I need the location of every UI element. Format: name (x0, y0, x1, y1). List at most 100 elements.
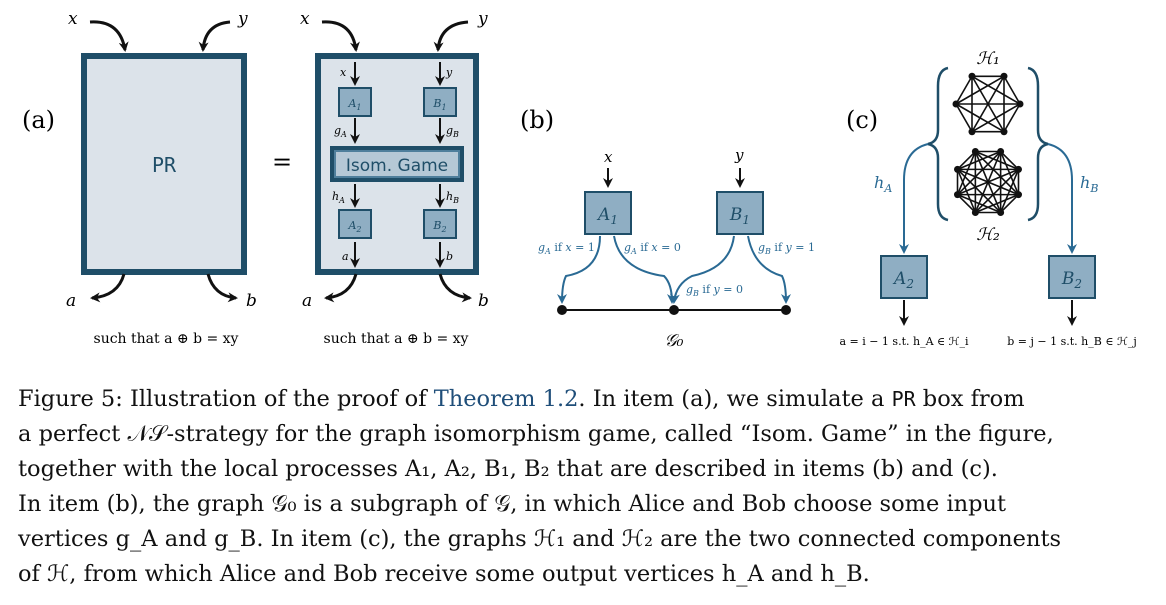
output-b: b (246, 291, 257, 311)
edge-label-ga-x1: gA if x = 1 (538, 241, 595, 256)
inner-a: a (342, 250, 349, 263)
condition-right: such that a ⊕ b = xy (324, 331, 469, 347)
output-rule-b: b = j − 1 s.t. h_B ∈ ℋ_j (1007, 335, 1137, 348)
graph-h1 (952, 72, 1024, 136)
b-input-x: x (604, 148, 613, 166)
ha-label: hA (874, 173, 892, 195)
graph-h2 (954, 148, 1022, 216)
graph-edge (955, 75, 973, 105)
inner-y: y (445, 66, 453, 79)
g0-vertex-1 (557, 305, 567, 315)
inner-x: x (340, 66, 347, 79)
b-input-y: y (734, 146, 744, 164)
graph-vertex (997, 148, 1005, 156)
arrow-a-out-2 (324, 273, 358, 303)
graph-vertex (1014, 165, 1022, 173)
h2-label: ℋ₂ (976, 225, 1000, 245)
caption-line-6: of ℋ, from which Alice and Bob receive s… (18, 561, 870, 587)
arrow-y-in (198, 20, 231, 52)
input-y-2: y (477, 9, 488, 29)
caption-prefix: Figure 5: Illustration of the proof of (18, 386, 434, 412)
graph-vertex (954, 165, 962, 173)
node-a1 (584, 191, 632, 235)
graph-edge (974, 168, 1020, 214)
graph-edge (955, 103, 973, 133)
equals-sign: = (272, 148, 292, 176)
graph-vertex (1016, 100, 1024, 108)
output-rule-a: a = i − 1 s.t. h_A ∈ ℋ_i (839, 335, 969, 348)
figure-5: (a) x y PR a b such that a ⊕ b = xy = x … (22, 9, 1137, 351)
output-a-2: a (302, 291, 312, 311)
node-b1-small (423, 87, 457, 117)
graph-edge (956, 168, 1002, 214)
inner-b: b (446, 250, 453, 263)
graph-edge (955, 75, 1005, 105)
graph-edge (971, 75, 1005, 133)
arrow-y-in-2 (433, 20, 469, 52)
graph-edge (1000, 150, 1020, 170)
graph-edge (1000, 194, 1020, 214)
condition-left: such that a ⊕ b = xy (94, 331, 239, 347)
input-y: y (237, 9, 248, 29)
input-x-2: x (300, 9, 310, 29)
graph-vertex (1000, 128, 1008, 136)
edge-label-gb-y0: gB if y = 0 (686, 283, 743, 298)
hb-label: hB (1080, 173, 1098, 195)
edge-label-gb-y1: gB if y = 1 (758, 241, 815, 256)
caption-line-2: a perfect 𝒩𝒮-strategy for the graph isom… (18, 421, 1054, 447)
edge-ga-x0 (613, 235, 677, 304)
node-b2 (1048, 255, 1096, 299)
caption-pr: PR (891, 387, 916, 411)
output-a: a (66, 291, 76, 311)
pr-box-label: PR (152, 153, 177, 177)
theorem-link[interactable]: Theorem 1.2 (433, 386, 579, 412)
caption-line-3: together with the local processes A₁, A₂… (18, 456, 998, 482)
graph-edge (957, 168, 1019, 196)
isom-game-label: Isom. Game (346, 156, 448, 176)
input-x: x (68, 9, 78, 29)
node-a2 (880, 255, 928, 299)
panel-b-label: (b) (520, 106, 554, 134)
edge-label-ga-x0: gA if x = 0 (624, 241, 681, 256)
graph-g0-label: 𝒢₀ (665, 331, 684, 351)
arrow-hb (1047, 143, 1077, 254)
graph-vertex (971, 208, 979, 216)
caption-line-5: vertices g_A and g_B. In item (c), the g… (18, 526, 1062, 552)
edge-ga-x1 (557, 235, 601, 304)
graph-edge (999, 169, 1020, 213)
graph-edge (975, 150, 1019, 171)
graph-edge (1003, 75, 1021, 105)
graph-edge (957, 150, 1001, 171)
graph-edge (1003, 103, 1021, 133)
graph-vertex (1014, 191, 1022, 199)
panel-a-label: (a) (22, 106, 55, 134)
node-a1-small (338, 87, 372, 117)
h1-label: ℋ₁ (976, 49, 1000, 69)
graph-edge (956, 150, 1002, 196)
figure-caption: Figure 5: Illustration of the proof of T… (18, 382, 1148, 592)
caption-mid: . In item (a), we simulate a (578, 386, 892, 412)
graph-vertex (968, 72, 976, 80)
caption-end: box from (915, 386, 1025, 412)
graph-edge (956, 194, 976, 214)
graph-edge (956, 151, 977, 195)
graph-vertex (954, 191, 962, 199)
edge-gb-y1 (747, 235, 791, 304)
g0-vertex-2 (669, 305, 679, 315)
node-b2-small (423, 209, 457, 239)
arrow-b-out (206, 273, 238, 303)
isom-game-inner (336, 152, 458, 176)
graph-edge (974, 150, 1020, 196)
graph-vertex (1000, 72, 1008, 80)
caption-line-4: In item (b), the graph 𝒢₀ is a subgraph … (18, 491, 1007, 517)
caption-line-1: Figure 5: Illustration of the proof of T… (18, 382, 1148, 417)
graph-edge (956, 150, 976, 170)
output-b-2: b (478, 291, 489, 311)
arrow-b-out-2 (438, 273, 472, 303)
left-brace (927, 66, 949, 222)
graph-vertex (971, 148, 979, 156)
arrow-x-in (89, 20, 129, 52)
arrow-x-in-2 (321, 20, 360, 52)
graph-vertex (997, 208, 1005, 216)
arrow-a-out (90, 273, 126, 303)
